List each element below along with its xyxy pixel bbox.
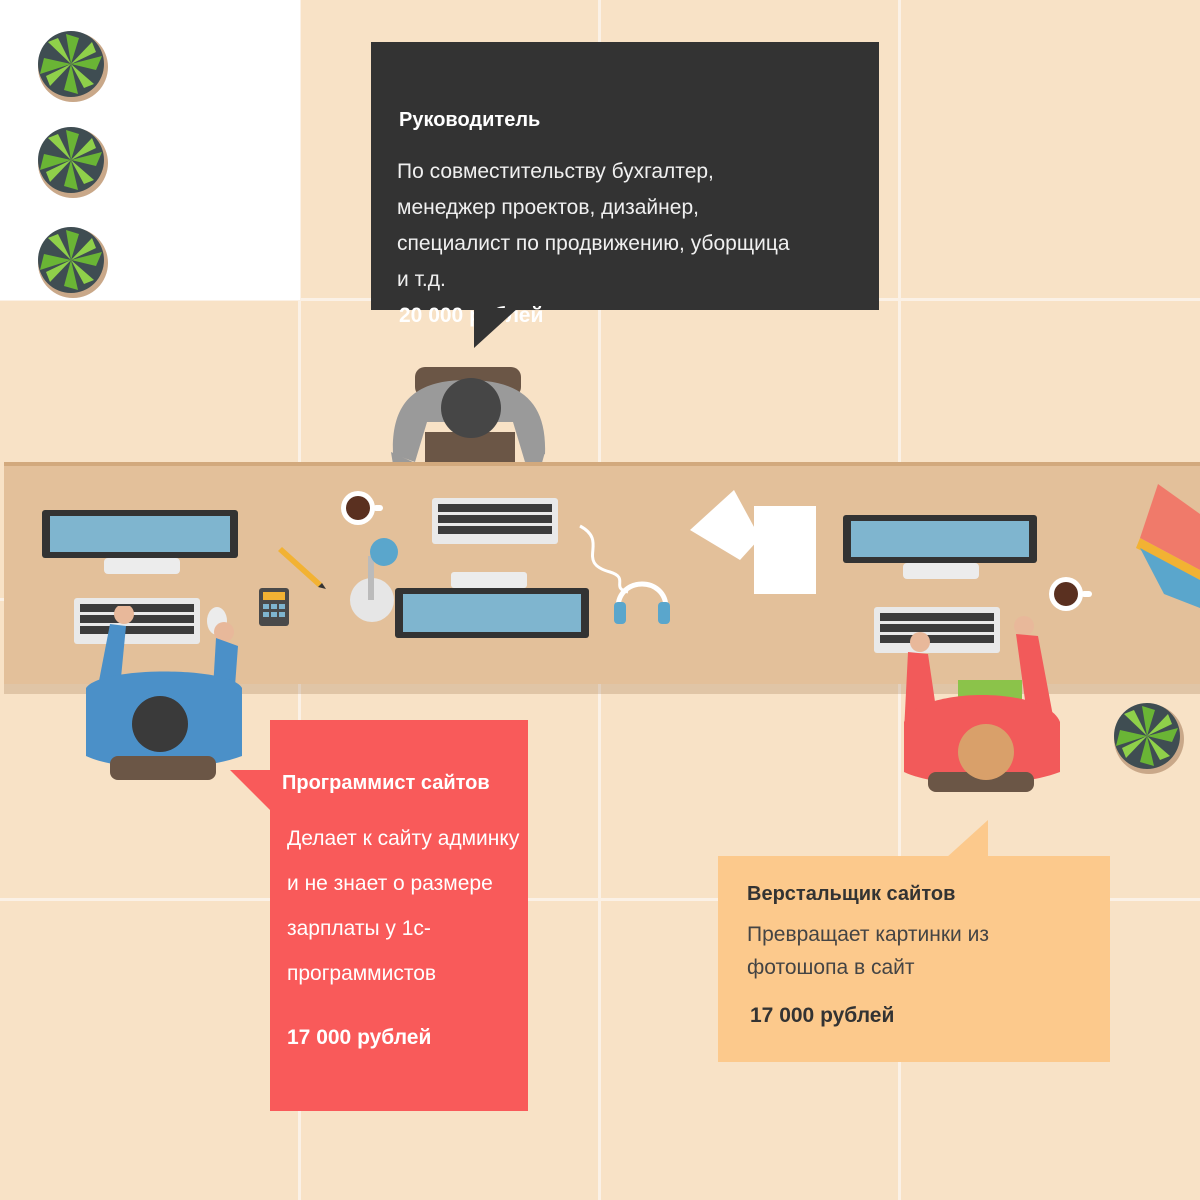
monitor-icon [42,510,238,574]
keyboard-icon [432,498,558,544]
layout-designer-title: Верстальщик сайтов [747,883,956,905]
book-stack-icon [1136,484,1200,608]
layout-designer-salary: 17 000 рублей [750,1004,895,1027]
plant-icon [38,227,108,298]
boss-title: Руководитель [399,109,541,131]
layout-designer-callout-pointer [946,820,988,858]
layout-designer-description: Превращает картинки из фотошопа в сайт [747,923,989,979]
layout-designer-callout: Верстальщик сайтов Превращает картинки и… [718,856,1110,1062]
coffee-cup-icon [1049,577,1092,611]
boss-description: По совместительству бухгалтер, менеджер … [397,160,790,291]
paper-sheet-icon [690,490,816,594]
person-programmer-icon [86,606,242,780]
desk-lamp-icon [350,538,398,622]
programmer-title: Программист сайтов [282,772,490,794]
programmer-callout-pointer [230,770,272,812]
programmer-callout: Программист сайтов Делает к сайту админк… [270,720,528,1111]
boss-callout-pointer [474,308,518,348]
plant-icon [1114,703,1184,774]
plant-icon [38,31,108,102]
floor-tile-line [0,898,1200,901]
boss-callout: Руководитель По совместительству бухгалт… [371,42,879,327]
programmer-salary: 17 000 рублей [287,1026,432,1049]
pencil-icon [278,547,326,589]
person-layout-designer-icon [904,616,1060,792]
keyboard-icon [874,607,1000,653]
coffee-cup-icon [341,491,383,525]
programmer-description: Делает к сайту админку и не знает о разм… [287,827,520,985]
headphones-icon [579,524,670,624]
keyboard-icon [74,598,200,644]
calculator-icon [259,588,289,626]
plant-icon [38,127,108,198]
laptop-icon [395,572,589,638]
monitor-icon [843,515,1037,579]
office-desk [4,462,1200,684]
